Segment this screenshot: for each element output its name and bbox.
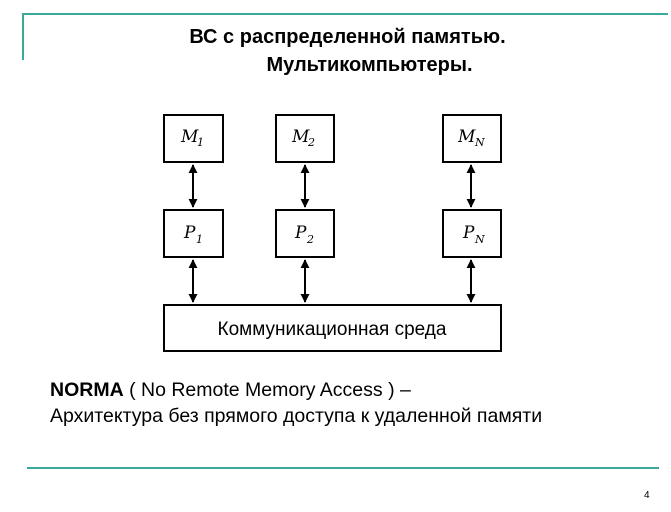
memory-node-n-sub: N (474, 136, 485, 149)
footer-divider (27, 467, 659, 469)
processor-node-n-label: P (462, 223, 475, 243)
memory-node-2: M 2 (275, 114, 335, 163)
page-number: 4 (644, 490, 650, 501)
memory-node-1: M 1 (163, 114, 224, 163)
processor-node-1: P 1 (163, 209, 224, 258)
processor-node-2: P 2 (275, 209, 335, 258)
bus-label: Коммуникационная среда (218, 319, 447, 340)
memory-node-1-label: M (180, 127, 199, 147)
processor-node-1-sub: 1 (196, 233, 203, 246)
norma-term: NORMA (50, 379, 124, 401)
processor-node-n-sub: N (474, 233, 485, 246)
slide-title-line1: ВС с распределенной памятью. (189, 26, 506, 48)
memory-node-n: M N (442, 114, 502, 163)
memory-node-n-label: M (457, 127, 476, 147)
accent-vertical-line (22, 13, 24, 60)
communication-bus: Коммуникационная среда (163, 304, 502, 352)
norma-expansion: ( No Remote Memory Access ) – (123, 379, 411, 401)
accent-top-line (22, 13, 668, 15)
norma-description: Архитектура без прямого доступа к удален… (50, 405, 543, 427)
processor-node-n: P N (442, 209, 502, 258)
processor-node-2-sub: 2 (306, 233, 314, 246)
processor-node-1-label: P (183, 223, 196, 243)
slide-title-line2: Мультикомпьютеры. (266, 54, 473, 76)
memory-node-1-sub: 1 (197, 136, 204, 149)
norma-line: NORMA ( No Remote Memory Access ) – (50, 378, 411, 402)
memory-node-2-label: M (291, 127, 310, 147)
processor-node-2-label: P (294, 223, 307, 243)
memory-node-2-sub: 2 (307, 136, 315, 149)
